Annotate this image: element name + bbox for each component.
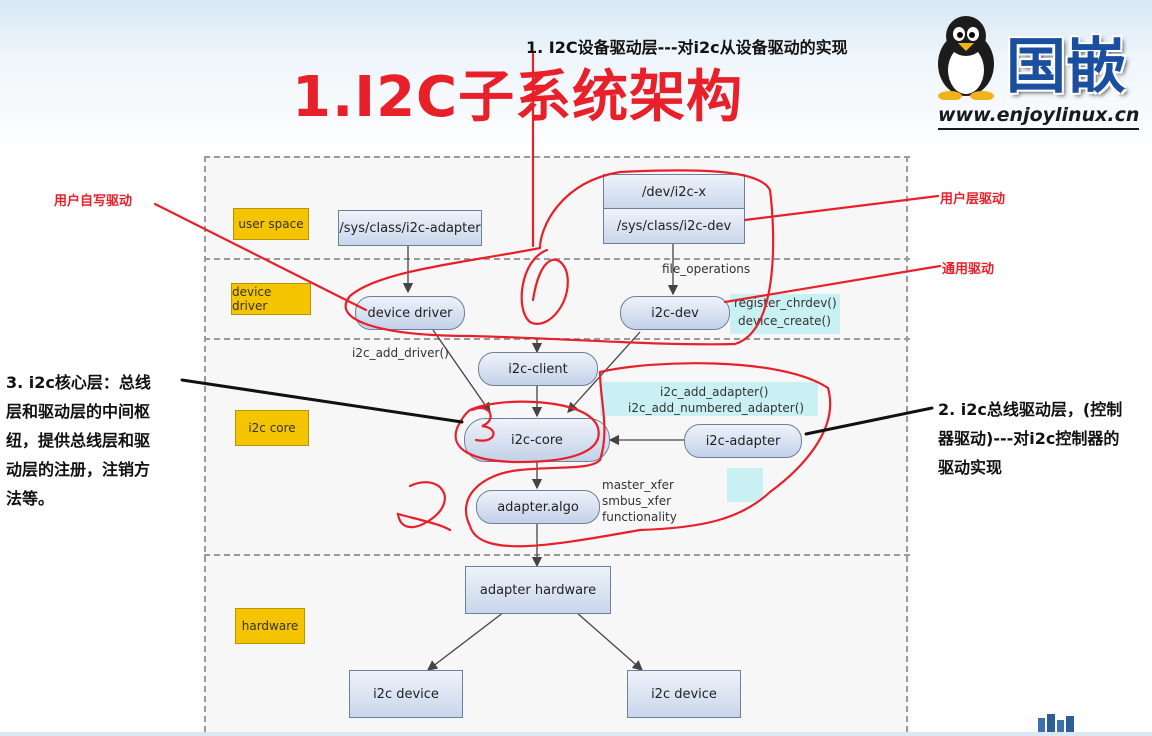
adapter-hardware-node: adapter hardware xyxy=(465,566,611,614)
note-line: 器驱动)---对i2c控制器的 xyxy=(938,429,1120,448)
website-url[interactable]: www.enjoylinux.cn xyxy=(938,104,1140,130)
user-layer-driver-label: 用户层驱动 xyxy=(940,192,1006,207)
building-icon xyxy=(1036,712,1080,732)
diagram-border xyxy=(204,156,206,732)
i2c-device-node: i2c device xyxy=(349,670,463,718)
note-line: 3. i2c核心层：总线 xyxy=(6,373,151,392)
user-driver-label: 用户自写驱动 xyxy=(54,194,133,209)
note-line: 驱动实现 xyxy=(938,458,1003,477)
i2c-dev-node: i2c-dev xyxy=(620,296,730,330)
device-driver-node: device driver xyxy=(355,296,465,330)
device-driver-layer-note: 1. I2C设备驱动层---对i2c从设备驱动的实现 xyxy=(526,38,848,57)
layer-divider xyxy=(204,156,910,158)
smbus-xfer-label: smbus_xfer xyxy=(602,494,672,508)
note-line: 层和驱动层的中间枢 xyxy=(6,402,151,421)
sys-class-i2c-dev-node: /sys/class/i2c-dev xyxy=(603,208,745,244)
i2c-client-node: i2c-client xyxy=(478,352,598,386)
i2c-add-numbered-adapter-label: i2c_add_numbered_adapter() xyxy=(628,401,805,415)
i2c-add-adapter-label: i2c_add_adapter() xyxy=(660,385,769,399)
dev-i2c-x-node: /dev/i2c-x xyxy=(603,174,745,210)
adapter-algo-node: adapter.algo xyxy=(476,490,600,524)
i2c-device-node: i2c device xyxy=(627,670,741,718)
slide-title: 1.I2C子系统架构 xyxy=(292,65,744,130)
file-operations-label: file_operations xyxy=(662,262,751,276)
connector xyxy=(575,611,643,671)
functionality-label: functionality xyxy=(602,510,677,524)
device-create-label: device_create() xyxy=(738,314,831,328)
register-chrdev-label: register_chrdev() xyxy=(734,296,837,310)
diagram-border xyxy=(906,156,908,732)
sys-class-i2c-adapter-node: /sys/class/i2c-adapter xyxy=(338,210,482,246)
bus-layer-note: 2. i2c总线驱动层，(控制 器驱动)---对i2c控制器的 驱动实现 xyxy=(938,395,1122,482)
master-xfer-label: master_xfer xyxy=(602,478,674,492)
layer-divider xyxy=(204,554,910,556)
i2c-core-node: i2c-core xyxy=(464,418,610,462)
note-line: 法等。 xyxy=(6,489,55,508)
generic-driver-label: 通用驱动 xyxy=(942,262,995,277)
i2c-adapter-node: i2c-adapter xyxy=(684,424,802,458)
note-line: 动层的注册，注销方 xyxy=(6,460,151,479)
logo-text: 国嵌 xyxy=(1006,32,1126,102)
layer-tag-hardware: hardware xyxy=(235,608,305,644)
core-layer-note: 3. i2c核心层：总线 层和驱动层的中间枢 纽，提供总线层和驱 动层的注册，注… xyxy=(6,368,151,513)
note-line: 2. i2c总线驱动层，(控制 xyxy=(938,400,1123,419)
note-line: 纽，提供总线层和驱 xyxy=(6,431,151,450)
connector xyxy=(426,611,505,671)
i2c-add-driver-label: i2c_add_driver() xyxy=(352,346,449,360)
penguin-logo-icon xyxy=(930,10,1002,101)
